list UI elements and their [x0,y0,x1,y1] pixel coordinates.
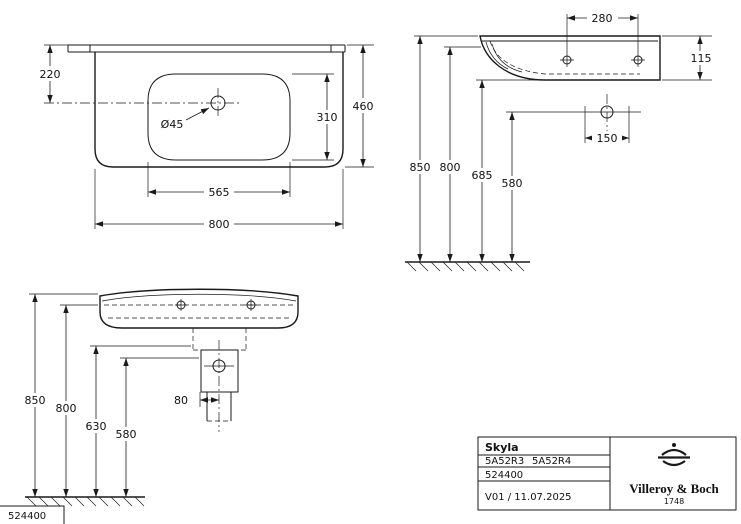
profile-contour-lines [485,41,523,73]
brand-name: Villeroy & Boch [629,481,719,496]
dim-text-800: 800 [209,218,230,231]
front-crosshairs [175,299,257,367]
front-view: 850 800 630 580 80 [20,288,299,507]
dim-label-460: 460 [348,98,378,113]
title-block-border [477,436,737,511]
dim-label-685-side: 685 [467,168,497,182]
deck-hole-crosshairs [560,59,645,118]
dim-text-565: 565 [209,186,230,199]
sheet-code-text: 524400 [8,511,46,522]
model-code-2: 5A52R4 [532,456,571,467]
dim-label-800-front: 800 [51,401,81,415]
top-view: 220 460 310 565 800 Ø45 [35,44,378,231]
dim-label-580-side: 580 [497,176,527,190]
floor-hatching-side [406,261,525,272]
tap-hole-leader-line [185,107,210,121]
front-view-extension-lines [29,293,201,407]
hidden-lines-front [104,304,294,422]
dim-text-580-side: 580 [502,177,523,190]
basin-outline-front [99,288,299,329]
dim-text-850-side: 850 [410,161,431,174]
dim-text-310: 310 [317,111,338,124]
product-name: Skyla [485,441,519,454]
dim-text-280: 280 [592,12,613,25]
side-view-extension-lines [414,14,712,143]
dim-text-115: 115 [691,52,712,65]
dim-label-150: 150 [592,131,622,145]
dim-label-280: 280 [587,11,618,25]
dim-label-310: 310 [312,110,342,124]
brand-year: 1748 [664,497,684,506]
dim-label-850-front: 850 [20,393,50,407]
sheet-code-box: 524400 [0,505,65,524]
dim-label-565: 565 [204,185,234,199]
outlet-pipe [206,392,232,421]
tap-hole-diameter-label: Ø45 [161,118,184,131]
overflow-hole [600,105,614,119]
dim-label-800-side: 800 [435,160,465,174]
floor-hatching-front [26,496,145,507]
dim-text-800-front: 800 [56,402,77,415]
dim-text-850-front: 850 [25,394,46,407]
dim-text-630-front: 630 [86,420,107,433]
rim-inner-line-front [101,293,297,302]
article-number: 524400 [485,470,523,481]
tap-hole-centerlines [44,88,240,118]
side-view: 280 115 150 850 800 685 580 [405,11,716,272]
dim-label-800: 800 [204,217,234,231]
version-date: V01 / 11.07.2025 [485,492,572,503]
dim-text-460: 460 [353,100,374,113]
dim-text-80: 80 [174,394,188,407]
basin-outline-top [94,52,344,168]
dim-label-115: 115 [686,51,716,65]
dim-text-685-side: 685 [472,169,493,182]
sheet-code-border [0,505,65,524]
dim-text-220: 220 [40,68,61,81]
title-block-dividers [478,437,611,510]
back-rail-outline [67,44,346,53]
title-block: Skyla 5A52R3 5A52R4 524400 V01 / 11.07.2… [477,436,737,511]
dim-text-150: 150 [597,132,618,145]
basin-profile-outline [479,35,661,81]
model-code-1: 5A52R3 [485,456,524,467]
dim-text-800-side: 800 [440,161,461,174]
dim-label-630-front: 630 [81,419,111,433]
bowl-hidden-contour [489,40,640,75]
dim-label-850-side: 850 [405,160,435,174]
dim-text-580-front: 580 [116,428,137,441]
dim-label-580-front: 580 [111,427,141,441]
trap-body [200,349,239,393]
dim-label-220: 220 [35,66,65,81]
bowl-outline-top [147,73,291,161]
villeroy-boch-logo-icon [658,443,690,467]
top-view-extension-lines [44,44,374,229]
